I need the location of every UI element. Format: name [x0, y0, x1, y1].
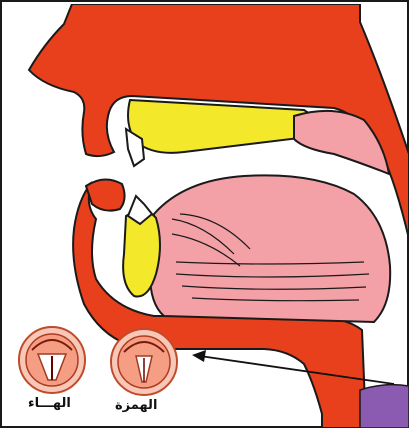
- larynx-cap: [360, 385, 409, 428]
- hard-palate: [128, 100, 318, 153]
- lower-lip: [86, 179, 125, 210]
- vocal-tract-diagram: [4, 4, 409, 428]
- glottis-closed-icon: [111, 329, 177, 395]
- label-hamza: الهمزة: [115, 398, 157, 413]
- label-haa: الهـــاء: [28, 396, 71, 411]
- glottis-open-icon: [19, 327, 85, 393]
